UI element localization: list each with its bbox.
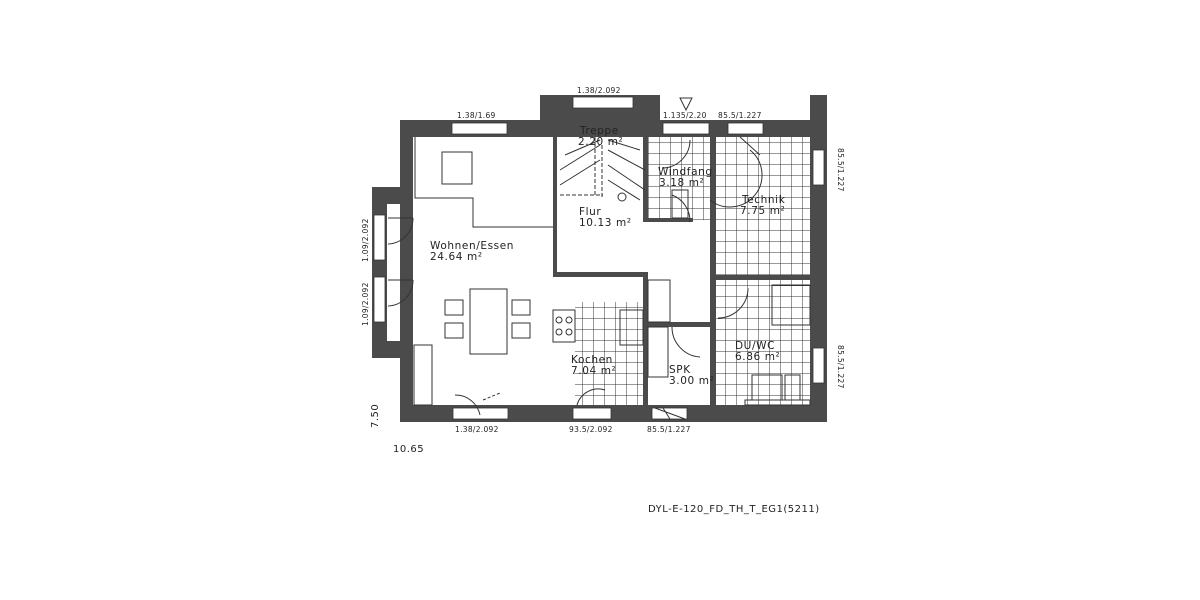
dimension-label: 93.5/2.092 — [569, 425, 613, 434]
room-name: Flur — [579, 206, 601, 218]
room-name: Windfang — [658, 166, 713, 178]
overall-width: 10.65 — [393, 444, 424, 455]
dimension-label: 1.135/2.20 — [663, 111, 707, 120]
dimension-label: 1.38/1.69 — [457, 111, 496, 120]
room-area: 7.04 m² — [571, 365, 616, 377]
room-name: DU/WC — [735, 340, 775, 352]
exterior-walls — [372, 95, 827, 422]
dimension-label: 85.5/1.227 — [836, 148, 845, 192]
dimension-label: 85.5/1.227 — [718, 111, 762, 120]
dimension-label: 1.38/2.092 — [577, 86, 621, 95]
furniture — [413, 137, 811, 406]
room-name: SPK — [669, 364, 691, 376]
dimension-label: 1.09/2.092 — [361, 218, 370, 262]
room-area: 3.18 m² — [659, 177, 704, 189]
room-area: 3.00 m² — [669, 375, 714, 387]
room-area: 7.75 m² — [740, 205, 785, 217]
dimension-label: 85.5/1.227 — [647, 425, 691, 434]
room-name: Technik — [741, 194, 786, 206]
dimension-label: 1.38/2.092 — [455, 425, 499, 434]
room-name: Wohnen/Essen — [430, 240, 514, 252]
room-name: Kochen — [571, 354, 613, 366]
opening-dimensions: 1.38/1.69 1.38/2.092 1.135/2.20 85.5/1.2… — [361, 86, 845, 434]
dimension-label: 1.09/2.092 — [361, 282, 370, 326]
room-area: 10.13 m² — [579, 217, 632, 229]
room-labels: Wohnen/Essen 24.64 m² Treppe 2.20 m² Flu… — [430, 125, 786, 387]
dimension-label: 85.5/1.227 — [836, 345, 845, 389]
plan-code: DYL-E-120_FD_TH_T_EG1(5211) — [648, 504, 820, 515]
room-area: 2.20 m² — [578, 136, 623, 148]
doors — [387, 97, 763, 420]
interior-walls — [553, 137, 812, 405]
room-area: 24.64 m² — [430, 251, 483, 263]
room-name: Treppe — [579, 125, 619, 137]
overall-depth: 7.50 — [370, 404, 381, 428]
room-area: 6.86 m² — [735, 351, 780, 363]
tile-floors — [575, 137, 810, 405]
